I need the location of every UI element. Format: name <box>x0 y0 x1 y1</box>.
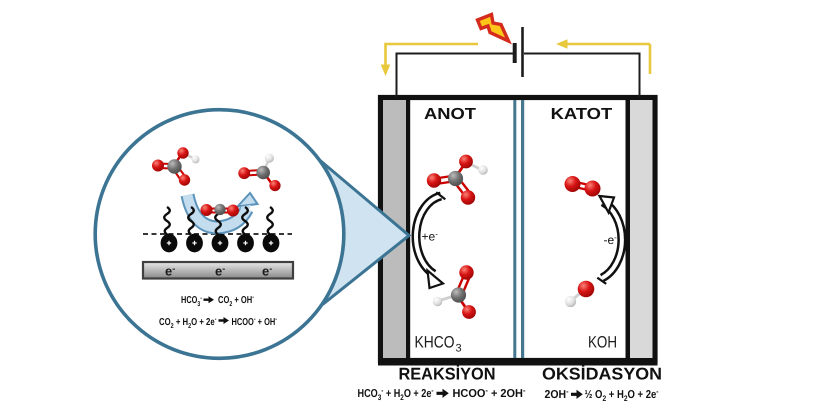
svg-text:HCOO- + OH-: HCOO- + OH- <box>232 316 278 328</box>
svg-text:REAKSİYON: REAKSİYON <box>399 365 496 384</box>
svg-text:2OH-: 2OH- <box>545 387 569 401</box>
svg-text:KOH: KOH <box>588 334 617 352</box>
svg-text:HCOO- + 2OH-: HCOO- + 2OH- <box>453 386 526 400</box>
svg-text:KHCO: KHCO <box>415 334 455 352</box>
svg-text:-e-: -e- <box>604 233 618 247</box>
svg-text:HCO3- + H2O + 2e-: HCO3- + H2O + 2e- <box>358 386 434 402</box>
svg-text:+e-: +e- <box>422 230 439 244</box>
svg-text:ANOT: ANOT <box>424 106 476 123</box>
svg-text:½ O2 + H2O + 2e-: ½ O2 + H2O + 2e- <box>585 387 659 403</box>
svg-text:CO2 + OH-: CO2 + OH- <box>218 294 254 308</box>
svg-text:HCO3-: HCO3- <box>181 295 202 308</box>
svg-text:e-: e- <box>262 264 272 279</box>
svg-text:e-: e- <box>165 264 175 279</box>
svg-text:e-: e- <box>215 264 225 279</box>
svg-text:3: 3 <box>456 343 462 355</box>
svg-text:KATOT: KATOT <box>551 106 613 123</box>
svg-text:CO2 + H2O + 2e-: CO2 + H2O + 2e- <box>159 316 217 330</box>
svg-text:OKSİDASYON: OKSİDASYON <box>542 365 662 384</box>
